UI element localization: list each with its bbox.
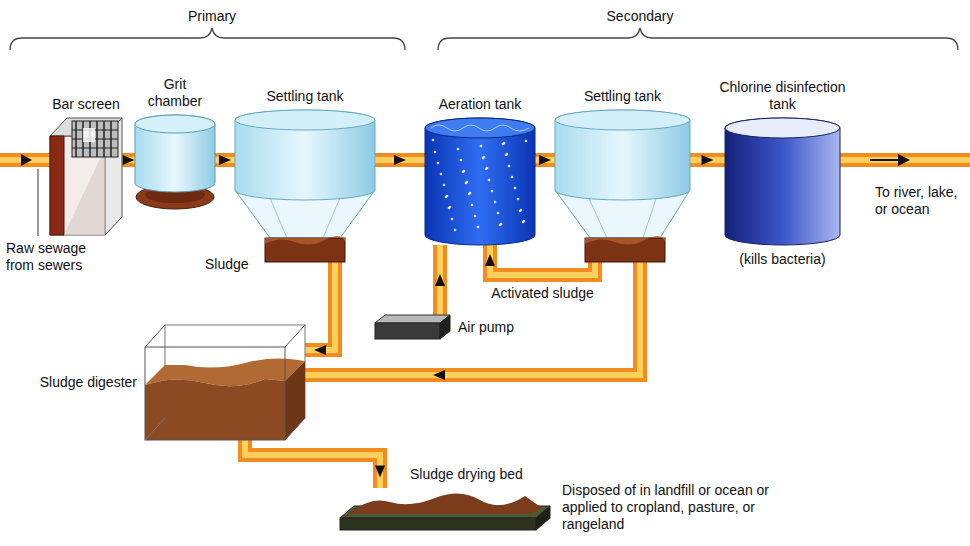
sludge-digester-shape — [145, 325, 305, 440]
annotation-label: Raw sewage from sewers — [6, 240, 101, 274]
pipe-connector — [535, 155, 555, 165]
annotation-label: To river, lake, or ocean — [875, 184, 963, 218]
pipe-connector — [305, 262, 640, 380]
bar-screen: Bar screen — [50, 118, 122, 235]
tank-label: Settling tank — [235, 88, 375, 105]
pipe-connector — [215, 155, 235, 165]
settling-tank: Settling tank — [555, 110, 690, 262]
outlet-pipe — [830, 154, 970, 166]
tank-label: Sludge drying bed — [410, 466, 560, 483]
pipe-connector — [122, 155, 135, 165]
aeration-tank: Aeration tank — [425, 118, 535, 245]
settling-tank-shape — [555, 110, 690, 262]
tank-label: Settling tank — [555, 88, 690, 105]
tank-note: (kills bacteria) — [718, 251, 848, 268]
aeration-tank-shape — [425, 118, 535, 245]
sludge-drying-bed: Sludge drying bed — [340, 488, 550, 530]
tank-label: Air pump — [458, 319, 538, 336]
annotation-label: Disposed of in landfill or ocean or appl… — [562, 482, 772, 533]
leader-line — [38, 169, 39, 236]
air-pump-shape — [375, 315, 450, 339]
annotation-label: Sludge — [205, 256, 260, 273]
grit-chamber-shape — [135, 115, 215, 210]
tank-label: Grit chamber — [135, 76, 215, 110]
chlorine-tank-shape — [725, 118, 840, 245]
tank-label: Aeration tank — [425, 96, 535, 113]
annotation-label: Primary — [172, 8, 252, 25]
pipe-label: Activated sludge — [483, 285, 603, 302]
pipe-connector — [485, 245, 595, 275]
pipe-connector — [375, 155, 425, 165]
primary-bracket — [10, 28, 405, 50]
grit-chamber: Grit chamber — [135, 115, 215, 210]
sludge-drying-bed-shape — [340, 488, 550, 530]
annotation-label: Secondary — [590, 8, 690, 25]
bar-screen-shape — [50, 118, 122, 235]
tank-label: Bar screen — [36, 96, 136, 113]
settling-tank-shape — [235, 110, 375, 262]
air-pump: Air pump — [375, 315, 450, 339]
pipe-connector — [245, 440, 385, 488]
pipe-connector — [435, 245, 445, 315]
secondary-bracket — [438, 28, 958, 50]
chlorine-tank: Chlorine disinfection tank(kills bacteri… — [725, 118, 840, 245]
pipe-connector — [690, 155, 725, 165]
sludge-digester: Sludge digester — [145, 325, 305, 440]
settling-tank: Settling tank — [235, 110, 375, 262]
pipe-connector — [305, 262, 335, 355]
tank-label: Sludge digester — [27, 374, 137, 391]
tank-label: Chlorine disinfection tank — [718, 79, 848, 113]
